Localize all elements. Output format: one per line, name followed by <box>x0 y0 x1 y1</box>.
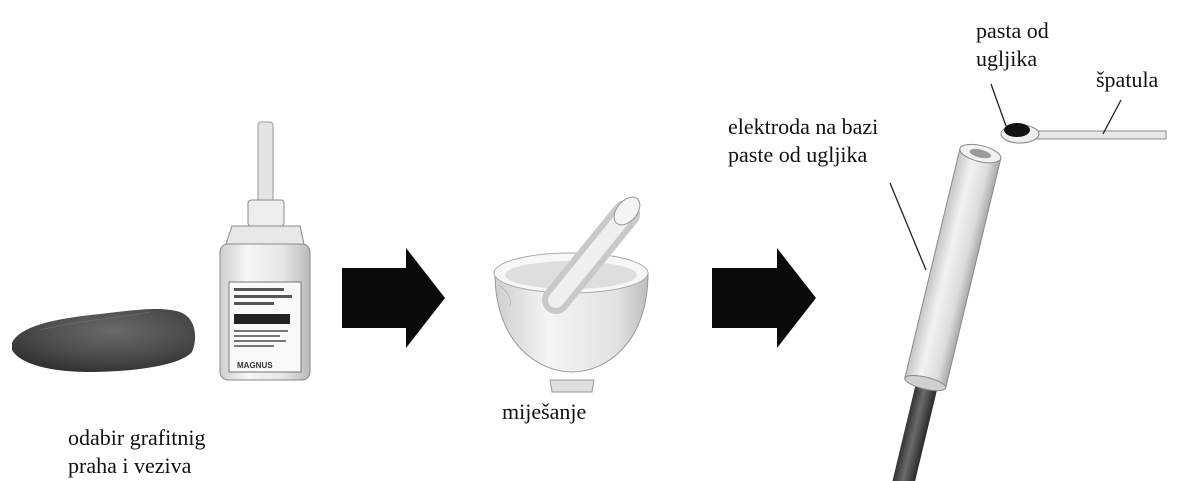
leader-line-electrode <box>889 182 927 271</box>
process-arrow-icon <box>342 248 445 348</box>
spatula-icon <box>1000 123 1167 144</box>
spatula-label-text: špatula <box>1096 67 1159 92</box>
binder-bottle-icon: MAGNUS <box>219 121 311 381</box>
electrode-label-line1: elektroda na bazi <box>728 114 879 139</box>
step1-label-line1: odabir grafitnig <box>68 425 206 450</box>
bottle-brand-text: MAGNUS <box>237 361 273 370</box>
spatula-label: špatula <box>1096 66 1158 94</box>
step1-label-line2: praha i veziva <box>68 453 192 478</box>
process-arrow-icon <box>712 248 816 348</box>
leader-line-spatula <box>1102 99 1122 135</box>
paste-label-line2: ugljika <box>976 46 1038 71</box>
step2-label: miješanje <box>502 398 586 426</box>
graphite-powder-pile-icon <box>12 308 196 372</box>
paste-label: pasta od ugljika <box>976 17 1049 73</box>
electrode-label-line2: paste od ugljika <box>728 142 868 167</box>
step2-label-text: miješanje <box>502 399 587 424</box>
step1-label: odabir grafitnig praha i veziva <box>68 424 205 480</box>
paste-label-line1: pasta od <box>976 18 1049 43</box>
electrode-label: elektroda na bazi paste od ugljika <box>728 113 878 169</box>
carbon-paste-electrode-icon <box>892 143 1002 481</box>
leader-line-paste <box>990 83 1007 127</box>
mortar-and-pestle-icon <box>493 196 649 393</box>
